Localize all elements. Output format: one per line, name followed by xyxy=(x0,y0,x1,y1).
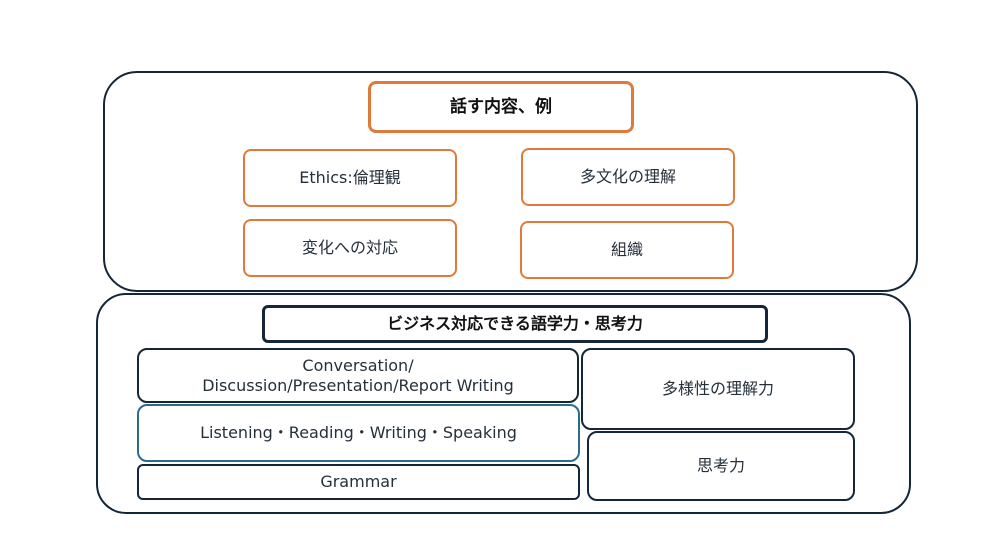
topic-organization-label: 組織 xyxy=(610,240,643,260)
topic-change-label: 変化への対応 xyxy=(301,238,398,258)
grammar-label: Grammar xyxy=(320,472,397,492)
topic-ethics-box: Ethics:倫理観 xyxy=(243,149,457,207)
topic-ethics-label: Ethics:倫理観 xyxy=(299,168,401,188)
thinking-label: 思考力 xyxy=(696,456,745,476)
topic-change-box: 変化への対応 xyxy=(243,219,457,277)
topic-multicultural-label: 多文化の理解 xyxy=(579,167,676,187)
topic-multicultural-box: 多文化の理解 xyxy=(521,148,735,206)
grammar-box: Grammar xyxy=(137,464,580,500)
topic-organization-box: 組織 xyxy=(520,221,734,279)
skills-title-box: ビジネス対応できる語学力・思考力 xyxy=(262,305,768,343)
input-skills-box: Listening・Reading・Writing・Speaking xyxy=(137,404,580,462)
diversity-label: 多様性の理解力 xyxy=(661,379,774,399)
thinking-box: 思考力 xyxy=(587,431,855,501)
topics-title-box: 話す内容、例 xyxy=(368,81,634,133)
output-skills-box: Conversation/ Discussion/Presentation/Re… xyxy=(137,348,579,403)
topics-title: 話す内容、例 xyxy=(450,96,552,117)
input-skills-label: Listening・Reading・Writing・Speaking xyxy=(200,423,517,443)
output-skills-line1: Conversation/ xyxy=(302,356,414,376)
skills-title: ビジネス対応できる語学力・思考力 xyxy=(387,314,643,334)
output-skills-line2: Discussion/Presentation/Report Writing xyxy=(202,375,514,395)
diversity-box: 多様性の理解力 xyxy=(581,348,855,430)
